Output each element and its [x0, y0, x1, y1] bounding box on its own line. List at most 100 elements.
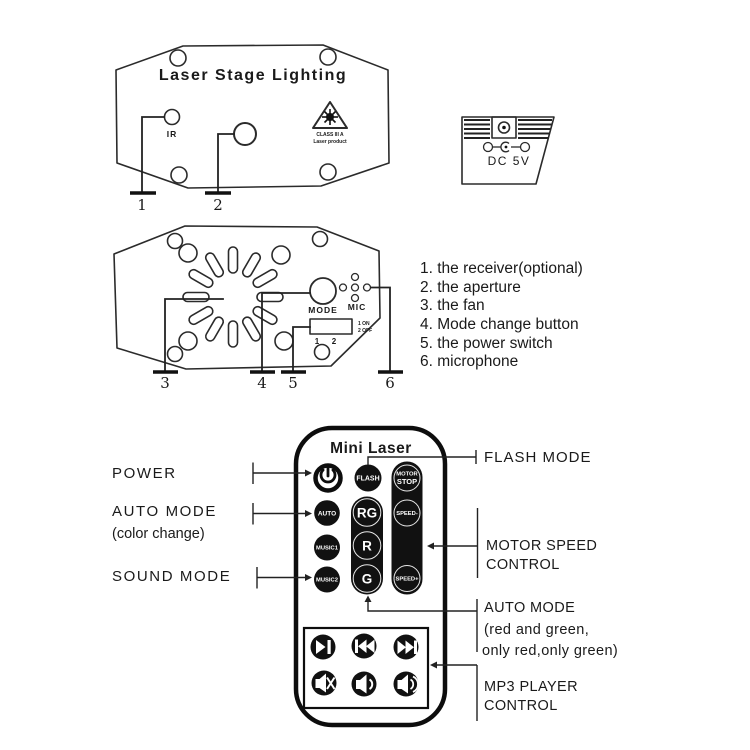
- vent-slots-right: [518, 119, 552, 139]
- warning-class-text: CLASS III A: [316, 132, 344, 138]
- svg-text:1: 1: [315, 337, 320, 346]
- top-device-diagram: Laser Stage Lighting IR CLASS III A Lase…: [115, 44, 390, 214]
- svg-text:SOUND MODE: SOUND MODE: [112, 568, 231, 585]
- bottom-device-diagram: MODE MIC 1 ON 2 OFF 1 2 3 4: [113, 225, 403, 392]
- speed-plus-button: SPEED+: [393, 565, 421, 592]
- svg-text:2: 2: [213, 196, 223, 214]
- prev-track-icon: [355, 639, 375, 653]
- volume-up-button: [393, 671, 419, 697]
- svg-text:(red and green,: (red and green,: [484, 622, 589, 638]
- svg-text:MUSIC2: MUSIC2: [316, 578, 338, 584]
- svg-text:FLASH: FLASH: [356, 476, 379, 483]
- svg-text:3: 3: [160, 374, 170, 392]
- fan-vents: [178, 243, 294, 351]
- svg-text:6: 6: [385, 374, 395, 392]
- svg-text:R: R: [362, 539, 372, 554]
- g-button: G: [352, 564, 382, 593]
- legend-item: 5. the power switch: [420, 335, 553, 352]
- ir-label: IR: [167, 129, 178, 139]
- volume-icon: [356, 674, 374, 694]
- arrowhead: [305, 469, 312, 477]
- mute-button: [311, 670, 337, 696]
- laser-warning-icon: CLASS III A Laser product: [312, 101, 348, 145]
- svg-text:SPEED-: SPEED-: [396, 511, 418, 517]
- legend-item: 4. Mode change button: [420, 316, 579, 333]
- svg-text:G: G: [362, 572, 373, 587]
- arrowhead: [305, 510, 312, 517]
- svg-text:(color change): (color change): [112, 526, 205, 542]
- svg-text:MOTOR SPEED: MOTOR SPEED: [486, 538, 597, 554]
- volume-up-icon: [397, 674, 419, 694]
- callout-4: 4: [250, 292, 311, 392]
- power-button: [313, 463, 343, 493]
- legend-item: 1. the receiver(optional): [420, 260, 583, 277]
- callout-5: 5: [281, 326, 311, 392]
- switch-off-label: 2 OFF: [358, 328, 372, 334]
- legend-list: 1. the receiver(optional) 2. the apertur…: [420, 260, 583, 370]
- play-pause-button: [310, 634, 336, 660]
- annotation-mp3-control: MP3 PLAYER CONTROL: [430, 661, 578, 721]
- play-pause-icon: [316, 640, 331, 654]
- arrowhead: [364, 595, 372, 602]
- callout-3: 3: [153, 298, 224, 392]
- svg-text:POWER: POWER: [112, 465, 177, 482]
- svg-text:AUTO MODE: AUTO MODE: [484, 600, 575, 616]
- callout-2: 2: [205, 133, 235, 214]
- music1-button: MUSIC1: [314, 534, 340, 561]
- aperture: [233, 122, 257, 146]
- microphone-holes: [338, 272, 372, 303]
- switch-on-label: 1 ON: [358, 321, 370, 327]
- rg-button: RG: [352, 498, 382, 527]
- legend-item: 6. microphone: [420, 353, 518, 370]
- speed-minus-button: SPEED-: [393, 499, 421, 527]
- svg-text:5: 5: [288, 374, 298, 392]
- arrowhead: [305, 574, 312, 581]
- mode-button: [309, 277, 337, 305]
- r-button: R: [352, 531, 382, 560]
- next-track-button: [393, 634, 419, 660]
- svg-text:1: 1: [137, 196, 147, 214]
- panel-outline: [461, 116, 555, 185]
- vent-slots-left: [464, 119, 490, 139]
- device-title: Laser Stage Lighting: [159, 67, 347, 84]
- auto-button: AUTO: [314, 500, 340, 526]
- legend-item: 2. the aperture: [420, 279, 521, 296]
- music2-button: MUSIC2: [314, 566, 340, 593]
- svg-text:MOTOR: MOTOR: [396, 472, 418, 478]
- power-icon: [319, 465, 337, 484]
- speed-button-strip: [391, 461, 423, 595]
- svg-text:only red,only green): only red,only green): [482, 643, 618, 659]
- color-button-strip: [351, 496, 383, 595]
- annotation-power: POWER: [112, 462, 312, 484]
- dc-jack: [491, 116, 517, 139]
- prev-track-button: [351, 633, 377, 659]
- polarity-icon: [482, 141, 531, 153]
- svg-text:RG: RG: [357, 506, 377, 521]
- svg-text:4: 4: [257, 374, 267, 392]
- dc-power-panel: DC 5V: [461, 116, 555, 185]
- annotation-motor-speed: MOTOR SPEED CONTROL: [427, 508, 597, 578]
- ir-receiver: [163, 108, 181, 126]
- screw-holes: [166, 230, 331, 363]
- device-outline: [113, 225, 381, 370]
- svg-text:AUTO: AUTO: [318, 511, 336, 518]
- screw-holes: [169, 48, 337, 184]
- svg-text:CONTROL: CONTROL: [484, 698, 558, 714]
- callout-6: 6: [370, 286, 403, 392]
- dc-label: DC 5V: [488, 154, 531, 168]
- warning-product-text: Laser product: [313, 139, 347, 145]
- annotation-sound-mode: SOUND MODE: [112, 567, 312, 589]
- legend-item: 3. the fan: [420, 297, 485, 314]
- remote-control: Mini Laser FLASH MOTOR STOP AUTO: [293, 425, 448, 728]
- device-outline: [115, 44, 390, 189]
- svg-text:MP3 PLAYER: MP3 PLAYER: [484, 679, 578, 695]
- volume-down-button: [351, 671, 377, 697]
- arrowhead: [427, 542, 434, 550]
- mute-icon: [315, 673, 336, 693]
- mic-label: MIC: [348, 302, 367, 312]
- annotation-auto-mode-left: AUTO MODE (color change): [112, 503, 312, 542]
- svg-text:SPEED+: SPEED+: [395, 577, 419, 583]
- svg-text:STOP: STOP: [397, 477, 417, 486]
